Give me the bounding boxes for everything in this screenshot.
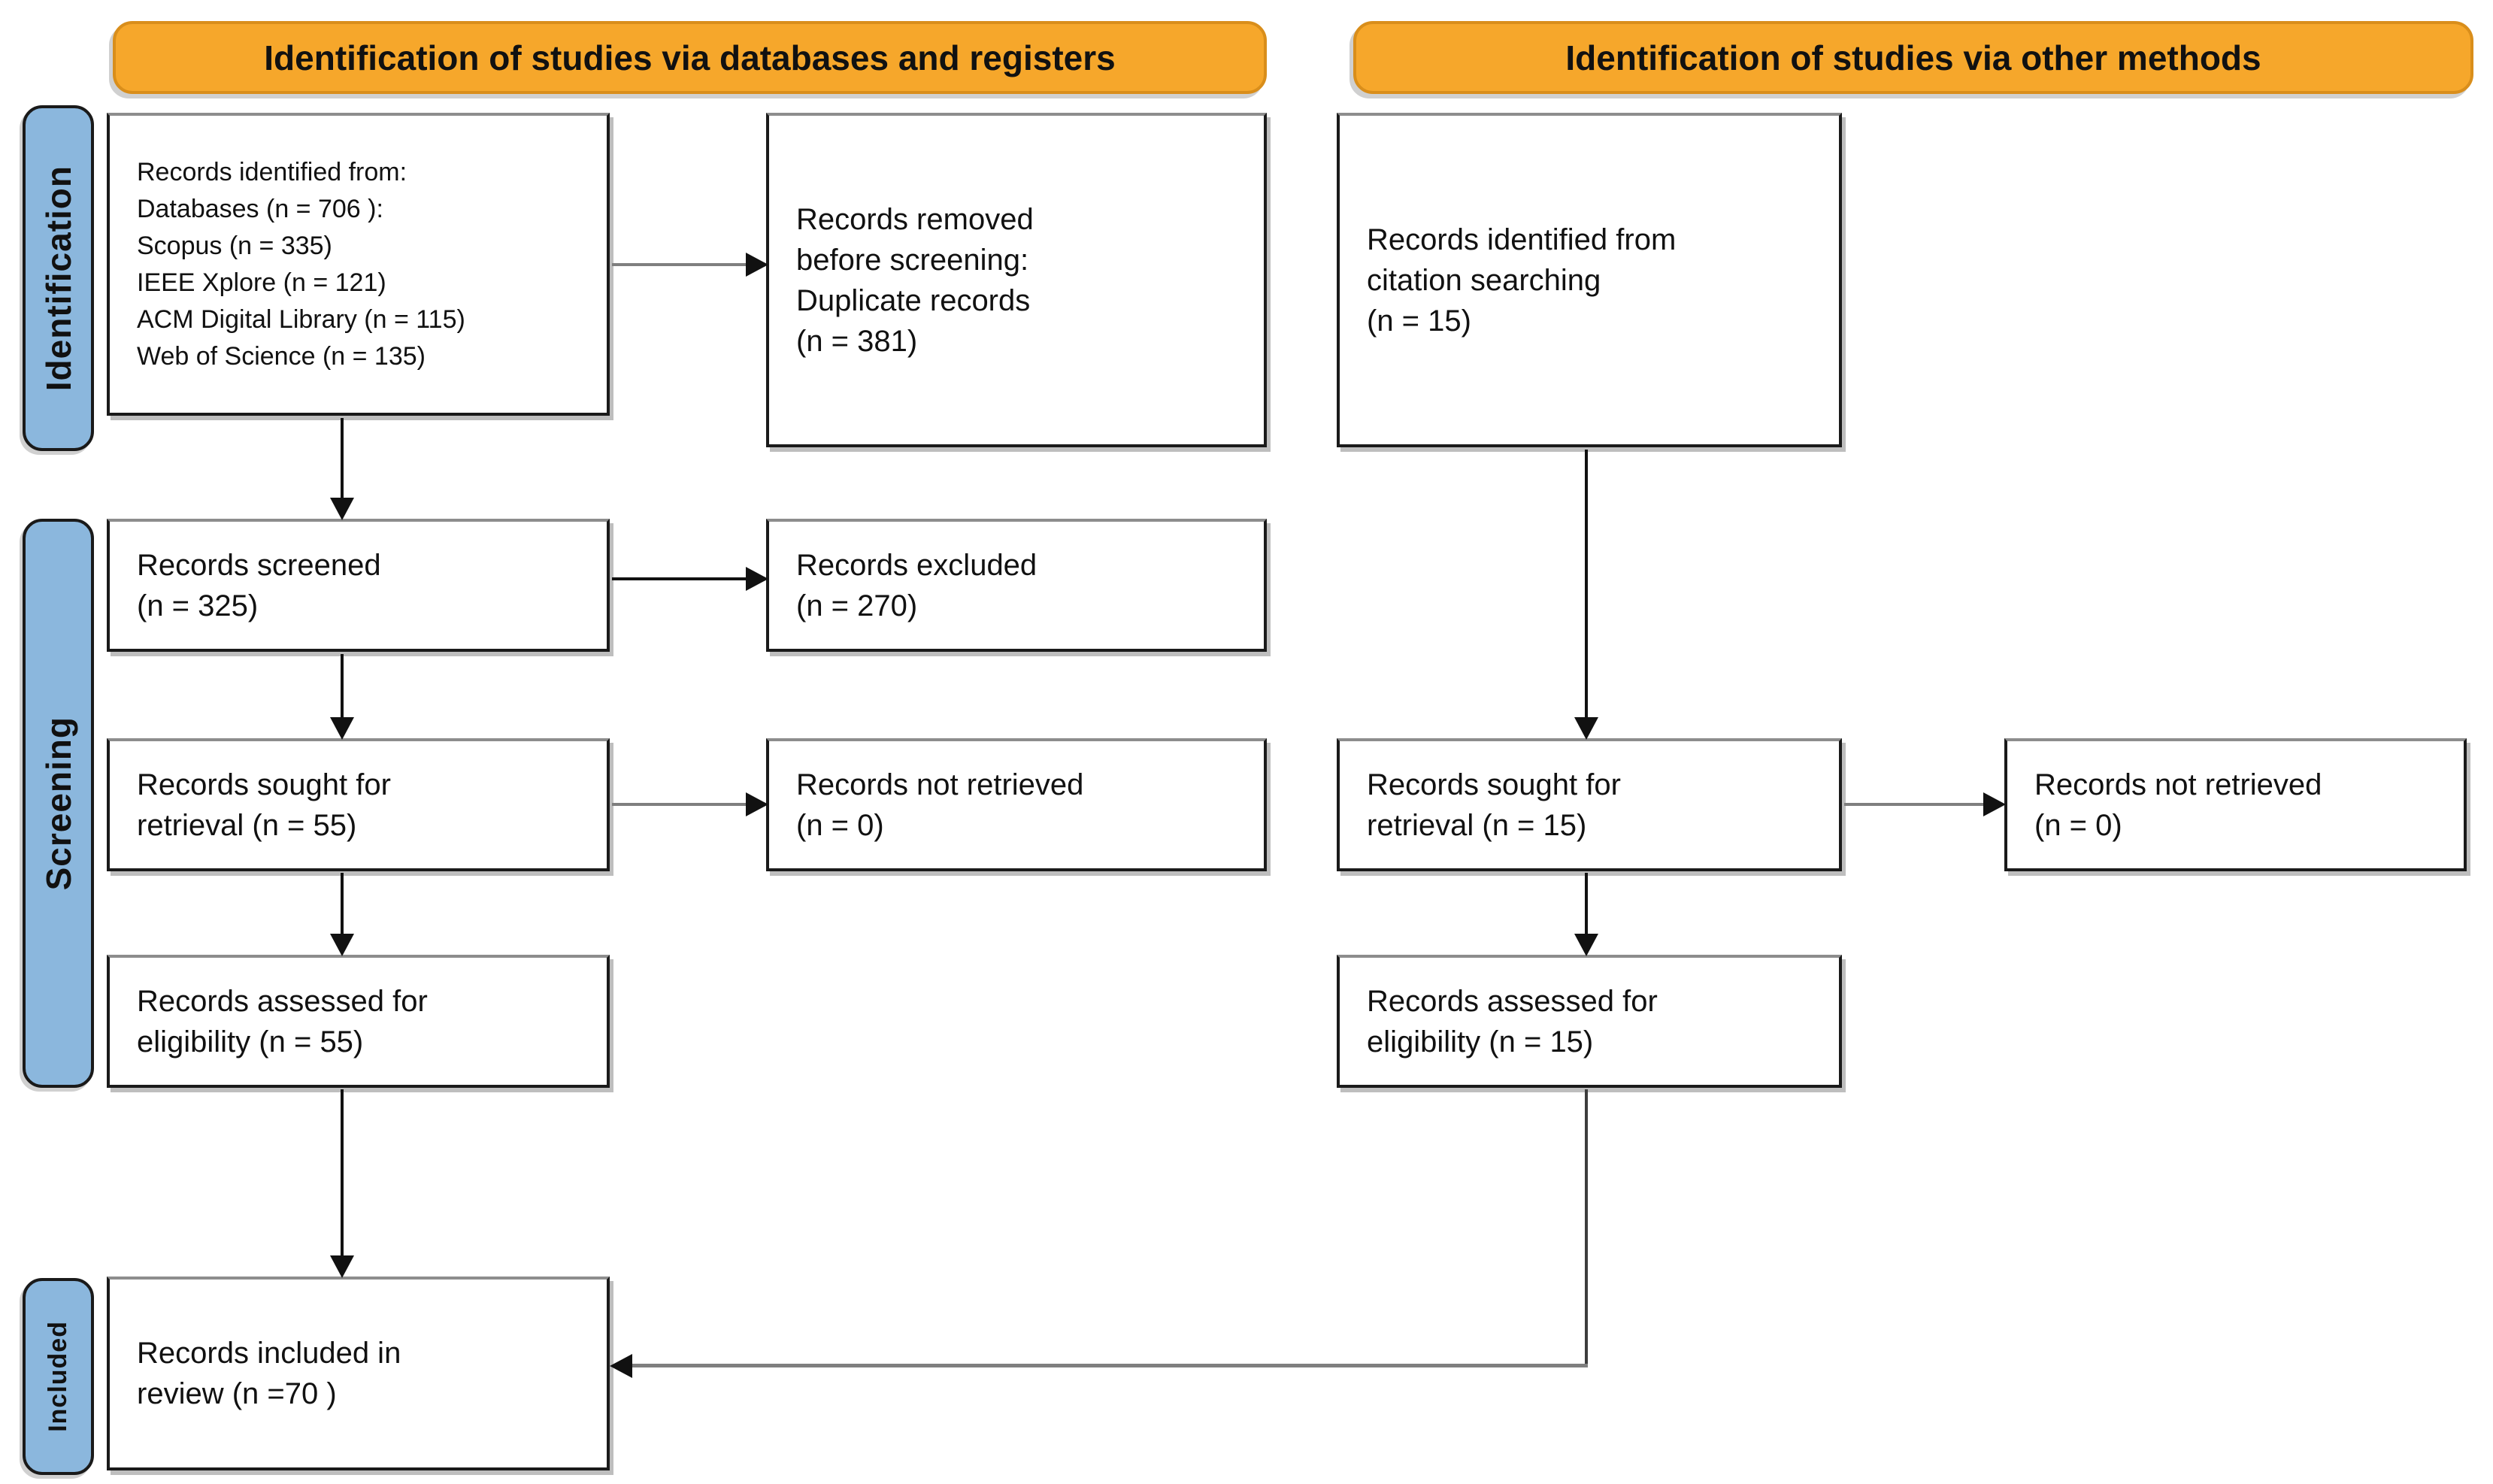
box-records-identified-line: Records identified from: (137, 157, 407, 186)
arrow-sought-to-assessed-head (330, 934, 354, 956)
arrow-sought-other-to-not-retrieved-other-head (1983, 792, 2006, 816)
banner-other-methods-label: Identification of studies via other meth… (1565, 38, 2261, 77)
box-records-not-retrieved-other-line: (n = 0) (2034, 808, 2122, 842)
box-records-removed-line: Records removed (796, 202, 1034, 236)
box-records-removed-line: Duplicate records (796, 283, 1031, 317)
box-citation-identified: Records identified from citation searchi… (1337, 113, 1842, 447)
arrow-assessed-other-elbow-vertical (1585, 1089, 1588, 1367)
box-records-not-retrieved-other: Records not retrieved (n = 0) (2004, 738, 2467, 871)
box-records-sought: Records sought for retrieval (n = 55) (107, 738, 610, 871)
stage-included-label: Included (44, 1321, 72, 1432)
arrow-screened-to-sought-line (341, 654, 344, 719)
box-records-sought-line: retrieval (n = 55) (137, 808, 357, 842)
banner-other-methods: Identification of studies via other meth… (1353, 21, 2473, 94)
arrow-sought-to-not-retrieved-line (612, 803, 747, 806)
arrow-screened-to-excluded-head (746, 567, 768, 591)
box-records-sought-other: Records sought for retrieval (n = 15) (1337, 738, 1842, 871)
box-records-identified-line: Web of Science (n = 135) (137, 341, 426, 371)
box-records-assessed: Records assessed for eligibility (n = 55… (107, 955, 610, 1088)
box-records-included-line: Records included in (137, 1337, 401, 1370)
box-records-sought-line: Records sought for (137, 768, 391, 801)
box-records-sought-other-line: retrieval (n = 15) (1367, 808, 1587, 842)
arrow-assessed-other-elbow-horizontal (631, 1364, 1588, 1367)
box-records-removed: Records removed before screening: Duplic… (766, 113, 1267, 447)
arrow-identified-to-removed-line (612, 263, 747, 266)
arrow-screened-to-excluded-line (612, 577, 747, 580)
stage-screening: Screening (23, 519, 94, 1088)
arrow-assessed-to-included-head (330, 1255, 354, 1278)
stage-identification: Identification (23, 105, 94, 451)
box-records-excluded: Records excluded (n = 270) (766, 519, 1267, 652)
box-records-removed-line: (n = 381) (796, 324, 918, 358)
arrow-assessed-other-to-included-head (610, 1354, 632, 1378)
box-citation-identified-line: (n = 15) (1367, 304, 1471, 338)
arrow-sought-to-assessed-line (341, 873, 344, 935)
stage-included: Included (23, 1278, 94, 1475)
box-records-identified-line: Scopus (n = 335) (137, 231, 332, 260)
box-citation-identified-line: Records identified from (1367, 223, 1677, 256)
box-records-identified-line: Databases (n = 706 ): (137, 194, 383, 223)
box-records-not-retrieved-line: (n = 0) (796, 808, 884, 842)
box-records-assessed-line: Records assessed for (137, 984, 428, 1018)
stage-screening-label: Screening (38, 716, 78, 891)
arrow-identified-to-screened-line (341, 418, 344, 499)
box-records-sought-other-line: Records sought for (1367, 768, 1621, 801)
box-records-included: Records included in review (n =70 ) (107, 1277, 610, 1470)
banner-databases-registers-label: Identification of studies via databases … (264, 38, 1116, 77)
box-records-included-line: review (n =70 ) (137, 1377, 337, 1410)
box-records-removed-line: before screening: (796, 243, 1029, 277)
box-records-screened-line: Records screened (137, 548, 381, 582)
box-records-assessed-line: eligibility (n = 55) (137, 1025, 364, 1058)
arrow-sought-other-to-not-retrieved-other-line (1844, 803, 1985, 806)
box-records-not-retrieved: Records not retrieved (n = 0) (766, 738, 1267, 871)
box-records-not-retrieved-line: Records not retrieved (796, 768, 1084, 801)
banner-databases-registers: Identification of studies via databases … (113, 21, 1267, 94)
box-records-identified-line: ACM Digital Library (n = 115) (137, 304, 465, 334)
box-records-excluded-line: (n = 270) (796, 589, 918, 622)
arrow-screened-to-sought-head (330, 717, 354, 740)
box-records-excluded-line: Records excluded (796, 548, 1037, 582)
arrow-sought-other-to-assessed-other-head (1574, 934, 1598, 956)
arrow-sought-to-not-retrieved-head (746, 792, 768, 816)
box-records-assessed-other-line: eligibility (n = 15) (1367, 1025, 1594, 1058)
box-records-screened-line: (n = 325) (137, 589, 259, 622)
arrow-citation-to-sought-other-line (1585, 450, 1588, 719)
box-records-identified-line: IEEE Xplore (n = 121) (137, 268, 386, 297)
arrow-identified-to-removed-head (746, 253, 768, 277)
stage-identification-label: Identification (38, 165, 78, 392)
arrow-identified-to-screened-head (330, 498, 354, 520)
arrow-sought-other-to-assessed-other-line (1585, 873, 1588, 935)
box-citation-identified-line: citation searching (1367, 263, 1601, 297)
arrow-assessed-to-included-line (341, 1089, 344, 1257)
box-records-not-retrieved-other-line: Records not retrieved (2034, 768, 2322, 801)
arrow-citation-to-sought-other-head (1574, 717, 1598, 740)
box-records-assessed-other-line: Records assessed for (1367, 984, 1658, 1018)
box-records-assessed-other: Records assessed for eligibility (n = 15… (1337, 955, 1842, 1088)
box-records-identified: Records identified from: Databases (n = … (107, 113, 610, 416)
box-records-screened: Records screened (n = 325) (107, 519, 610, 652)
